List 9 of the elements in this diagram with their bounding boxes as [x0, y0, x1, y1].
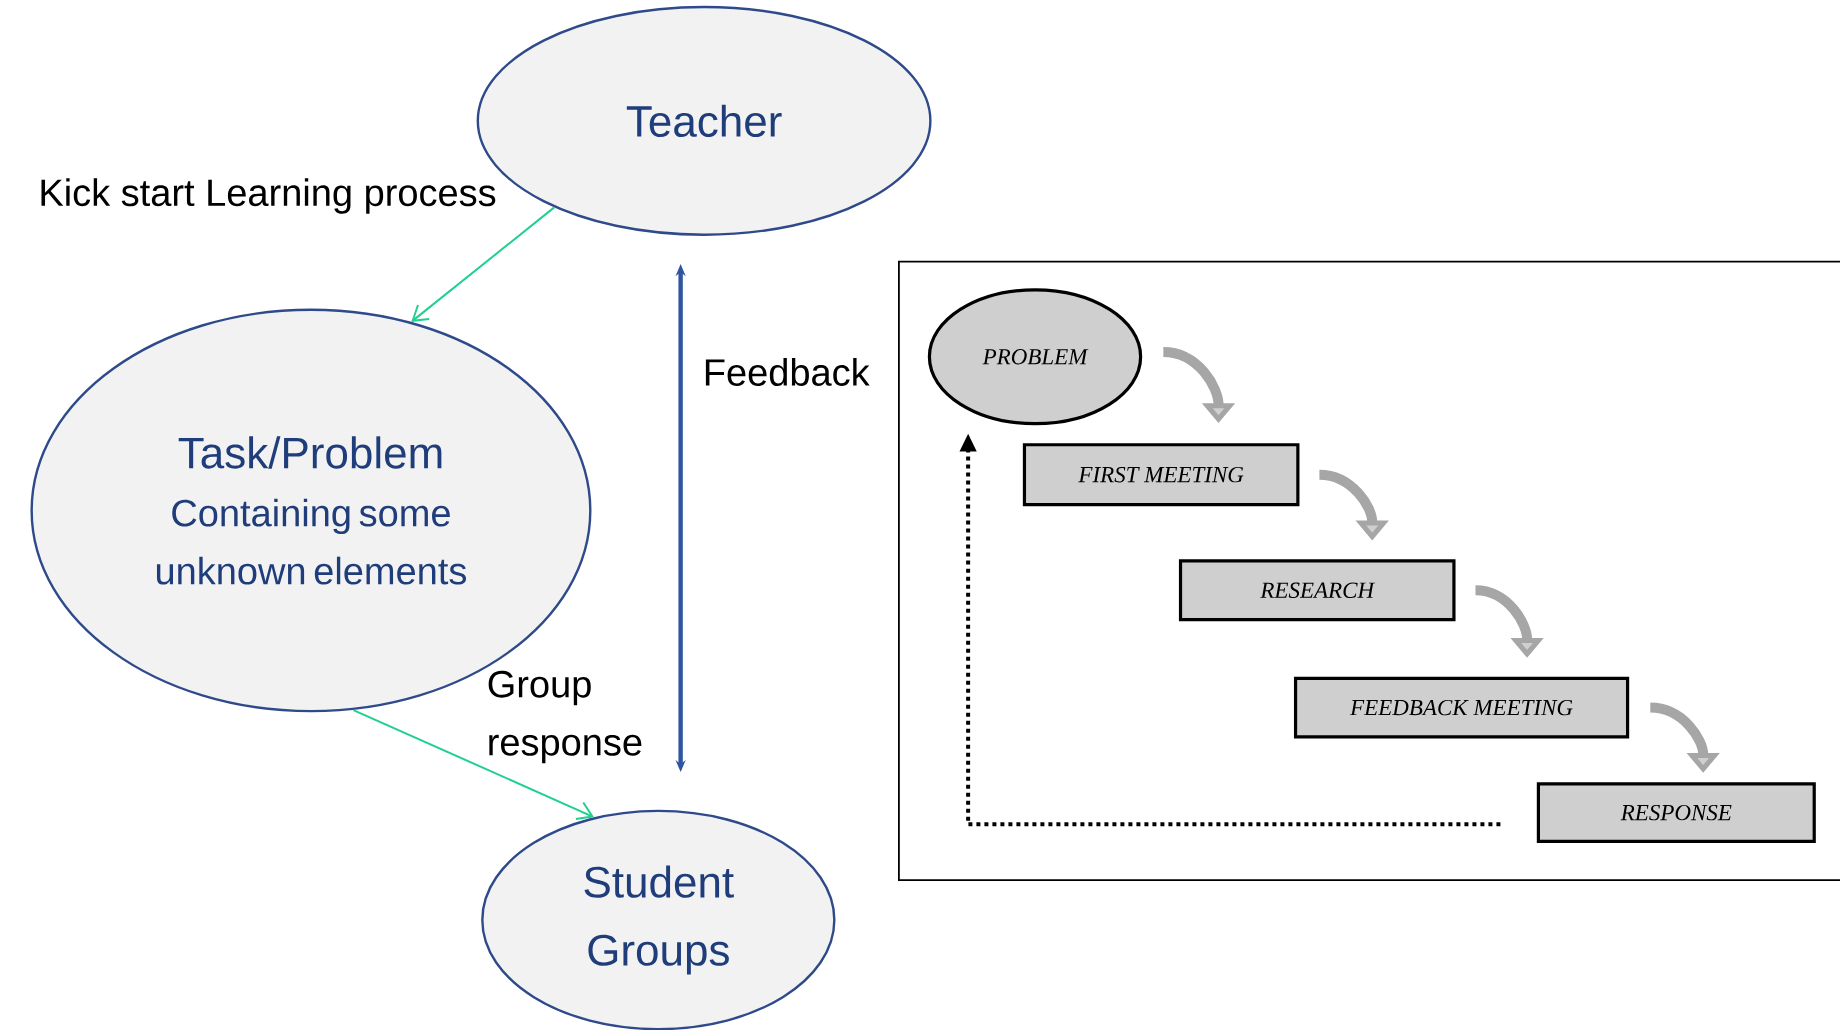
process-box: FIRST MEETING — [1022, 443, 1300, 507]
arrow — [411, 206, 556, 322]
ellipse-node: Student Groups — [481, 809, 836, 1030]
process-box: RESEARCH — [1178, 559, 1456, 621]
process-box: FEEDBACK MEETING — [1293, 676, 1630, 739]
panel-frame — [898, 260, 1840, 881]
arrow — [352, 708, 595, 820]
edge-label: Feedback — [705, 357, 870, 386]
process-box: RESPONSE — [1536, 782, 1816, 843]
